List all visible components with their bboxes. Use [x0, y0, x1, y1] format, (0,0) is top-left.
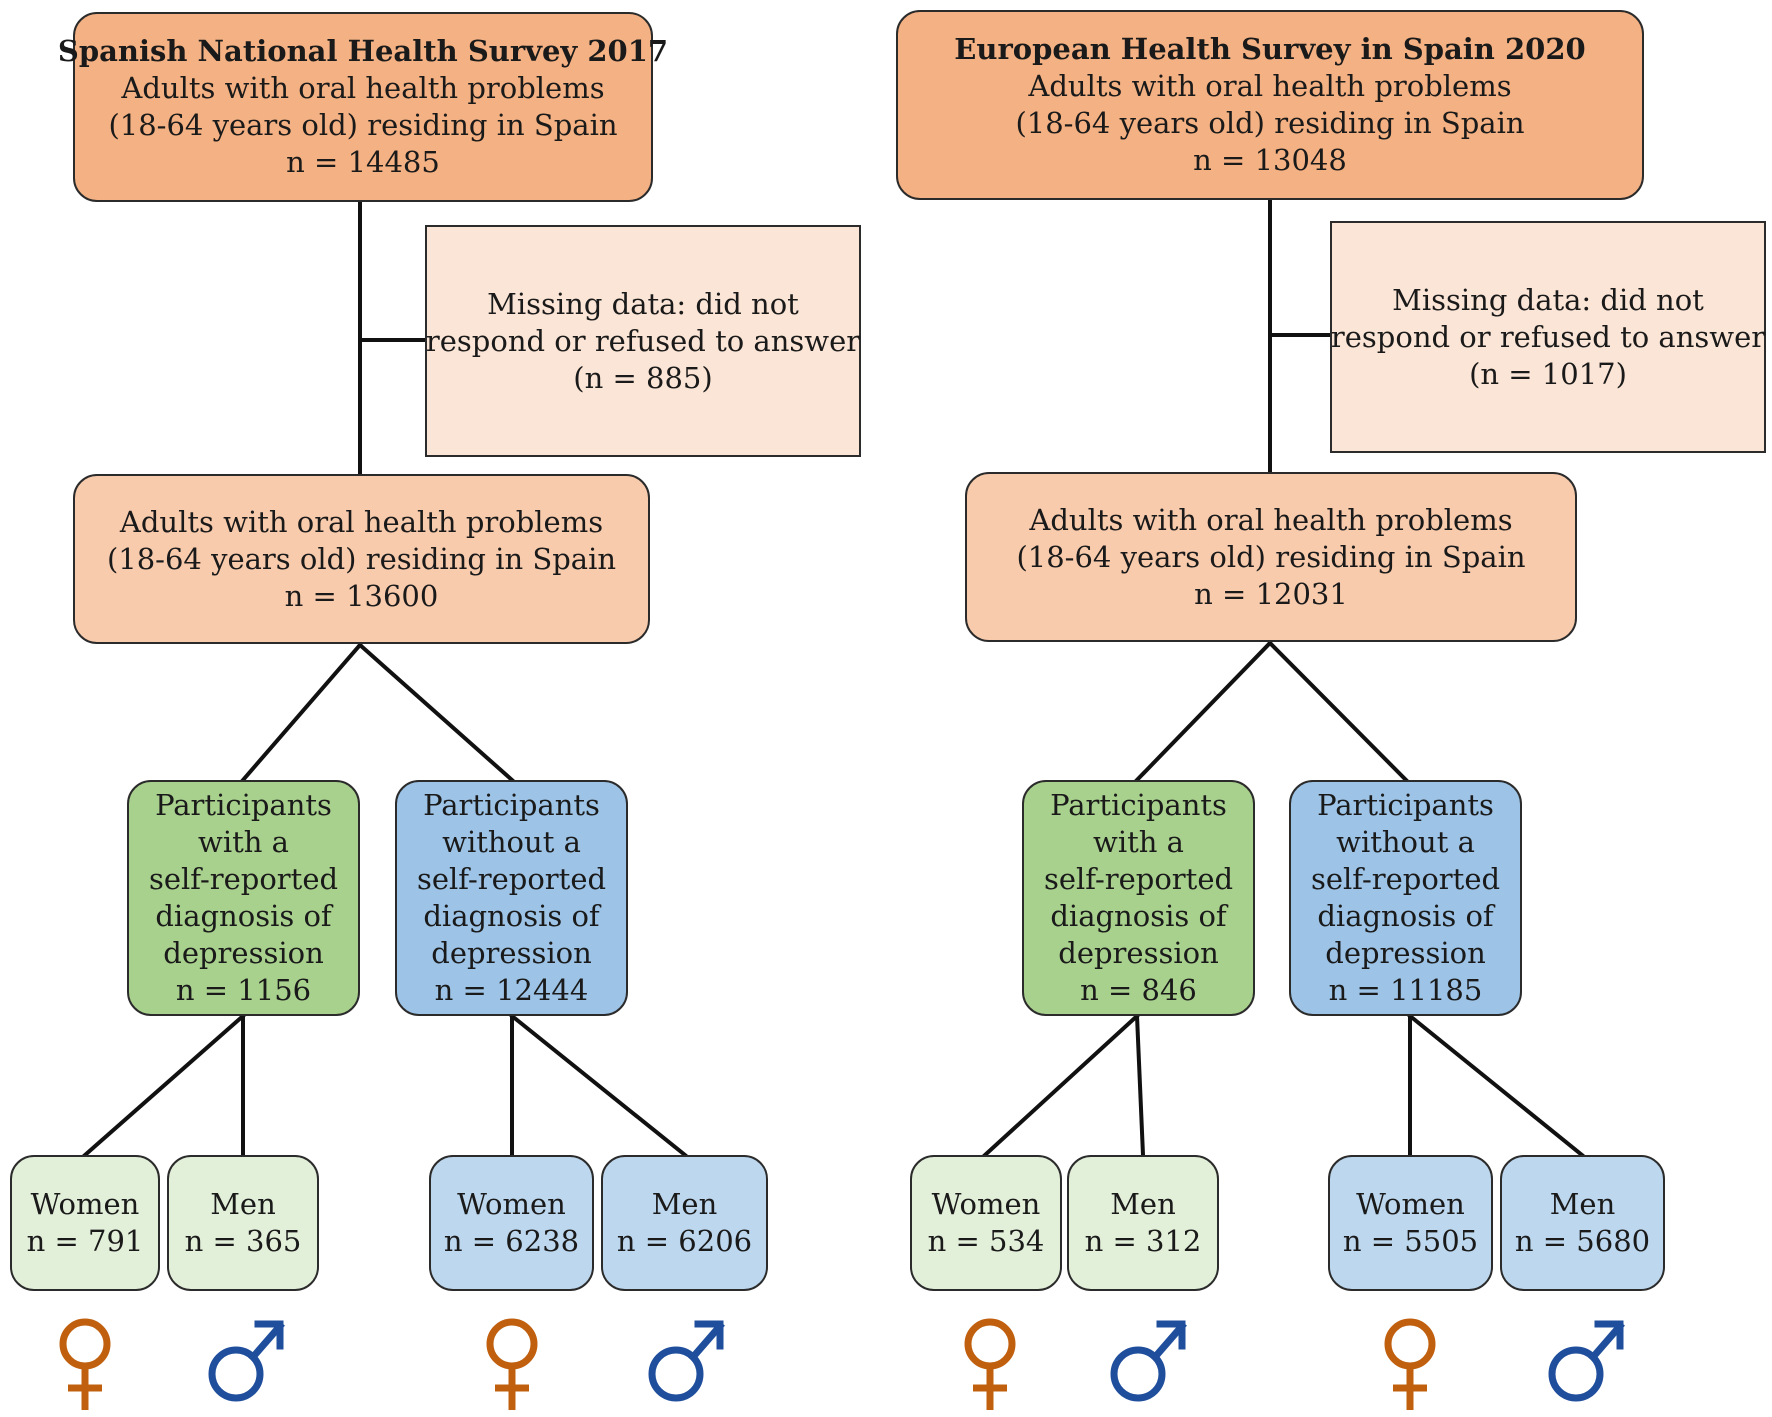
left-with-men-box: Men n = 365 — [167, 1155, 319, 1291]
right-with-women-n: n = 534 — [927, 1224, 1045, 1258]
right-missing-n: (n = 1017) — [1469, 356, 1627, 391]
left-without-line: Participants — [423, 788, 600, 822]
left-with-n: n = 1156 — [175, 973, 312, 1007]
connector-right-sample-to-without — [1267, 640, 1409, 783]
female-symbol-icon — [964, 1318, 1016, 1410]
right-without-men-box: Men n = 5680 — [1500, 1155, 1665, 1291]
right-without-women-label: Women — [1356, 1187, 1465, 1221]
left-missing-line1: Missing data: did not — [487, 286, 799, 321]
left-without-n: n = 12444 — [434, 973, 589, 1007]
right-without-women-n: n = 5505 — [1342, 1224, 1479, 1258]
left-with-line: Participants — [155, 788, 332, 822]
left-without-women-label: Women — [457, 1187, 566, 1221]
left-missing-n: (n = 885) — [573, 360, 713, 395]
right-without-women-box: Women n = 5505 — [1328, 1155, 1493, 1291]
right-without-line: without a — [1336, 825, 1475, 859]
right-sample-line1: Adults with oral health problems — [1029, 502, 1513, 537]
right-missing-line1: Missing data: did not — [1392, 282, 1704, 317]
left-with-line: depression — [163, 936, 324, 970]
left-with-men-n: n = 365 — [184, 1224, 302, 1258]
left-without-women-box: Women n = 6238 — [429, 1155, 594, 1291]
left-survey-line2: (18-64 years old) residing in Spain — [108, 108, 618, 142]
female-symbol-icon — [1384, 1318, 1436, 1410]
left-survey-n: n = 14485 — [286, 145, 440, 179]
left-without-women-n: n = 6238 — [443, 1224, 580, 1258]
connector-left-sample-to-without — [357, 642, 515, 783]
left-with-depression-box: Participants with a self-reported diagno… — [127, 780, 360, 1016]
right-missing-line2: respond or refused to answer — [1330, 319, 1766, 354]
left-survey-title: Spanish National Health Survey 2017 — [57, 34, 669, 68]
left-sample-box: Adults with oral health problems (18-64 … — [73, 474, 650, 644]
right-sample-box: Adults with oral health problems (18-64 … — [965, 472, 1577, 642]
left-without-line: diagnosis of — [423, 899, 600, 933]
left-without-men-label: Men — [651, 1187, 718, 1221]
left-without-depression-box: Participants without a self-reported dia… — [395, 780, 628, 1016]
left-with-line: with a — [198, 825, 289, 859]
right-with-women-box: Women n = 534 — [910, 1155, 1062, 1291]
left-without-men-box: Men n = 6206 — [601, 1155, 768, 1291]
left-without-men-n: n = 6206 — [616, 1224, 753, 1258]
left-with-women-n: n = 791 — [26, 1224, 144, 1258]
right-sample-n: n = 12031 — [1194, 576, 1348, 611]
right-survey-box: European Health Survey in Spain 2020 Adu… — [896, 10, 1644, 200]
right-with-depression-box: Participants with a self-reported diagno… — [1022, 780, 1255, 1016]
right-without-n: n = 11185 — [1328, 973, 1483, 1007]
male-symbol-icon — [1110, 1320, 1187, 1402]
right-survey-line2: (18-64 years old) residing in Spain — [1015, 106, 1525, 140]
right-with-n: n = 846 — [1080, 973, 1197, 1007]
right-without-line: Participants — [1317, 788, 1494, 822]
right-with-women-label: Women — [931, 1187, 1041, 1221]
right-without-men-label: Men — [1549, 1187, 1616, 1221]
left-survey-box: Spanish National Health Survey 2017 Adul… — [58, 12, 668, 202]
connector-left-without-to-men — [509, 1013, 688, 1158]
left-with-women-label: Women — [30, 1187, 140, 1221]
connector-right-with-to-men — [1134, 1013, 1146, 1158]
right-missing-box: Missing data: did not respond or refused… — [1330, 221, 1766, 453]
left-sample-line2: (18-64 years old) residing in Spain — [106, 541, 617, 576]
right-without-line: diagnosis of — [1317, 899, 1494, 933]
right-with-line: depression — [1058, 936, 1219, 970]
right-with-line: self-reported — [1043, 862, 1234, 896]
right-survey-n: n = 13048 — [1193, 143, 1347, 177]
left-with-women-box: Women n = 791 — [10, 1155, 160, 1291]
left-sample-line1: Adults with oral health problems — [119, 504, 604, 539]
connector-right-with-to-women — [982, 1013, 1140, 1158]
right-survey-line1: Adults with oral health problems — [1028, 69, 1512, 103]
right-with-men-n: n = 312 — [1084, 1224, 1202, 1258]
left-with-line: diagnosis of — [155, 899, 332, 933]
connector-left-sample-to-with — [240, 642, 363, 783]
right-without-depression-box: Participants without a self-reported dia… — [1289, 780, 1522, 1016]
right-with-line: Participants — [1050, 788, 1227, 822]
right-sample-line2: (18-64 years old) residing in Spain — [1016, 539, 1526, 574]
left-without-line: without a — [442, 825, 581, 859]
right-without-line: self-reported — [1310, 862, 1501, 896]
female-symbol-icon — [59, 1318, 111, 1410]
male-symbol-icon — [648, 1320, 725, 1402]
right-without-men-n: n = 5680 — [1514, 1224, 1651, 1258]
left-missing-line2: respond or refused to answer — [425, 323, 861, 358]
left-with-line: self-reported — [148, 862, 339, 896]
right-with-line: diagnosis of — [1050, 899, 1227, 933]
left-without-line: self-reported — [416, 862, 607, 896]
connector-right-sample-to-with — [1134, 640, 1273, 783]
female-symbol-icon — [486, 1318, 538, 1410]
left-with-men-label: Men — [210, 1187, 276, 1221]
connector-left-with-to-women — [82, 1013, 246, 1158]
male-symbol-icon — [1548, 1320, 1625, 1402]
left-missing-box: Missing data: did not respond or refused… — [425, 225, 861, 457]
left-sample-n: n = 13600 — [284, 578, 439, 613]
right-with-line: with a — [1093, 825, 1184, 859]
right-with-men-label: Men — [1110, 1187, 1176, 1221]
left-survey-line1: Adults with oral health problems — [121, 71, 605, 105]
male-symbol-icon — [208, 1320, 285, 1402]
right-with-men-box: Men n = 312 — [1067, 1155, 1219, 1291]
left-without-line: depression — [431, 936, 592, 970]
right-without-line: depression — [1325, 936, 1486, 970]
connector-right-without-to-men — [1407, 1013, 1585, 1158]
right-survey-title: European Health Survey in Spain 2020 — [954, 32, 1586, 66]
